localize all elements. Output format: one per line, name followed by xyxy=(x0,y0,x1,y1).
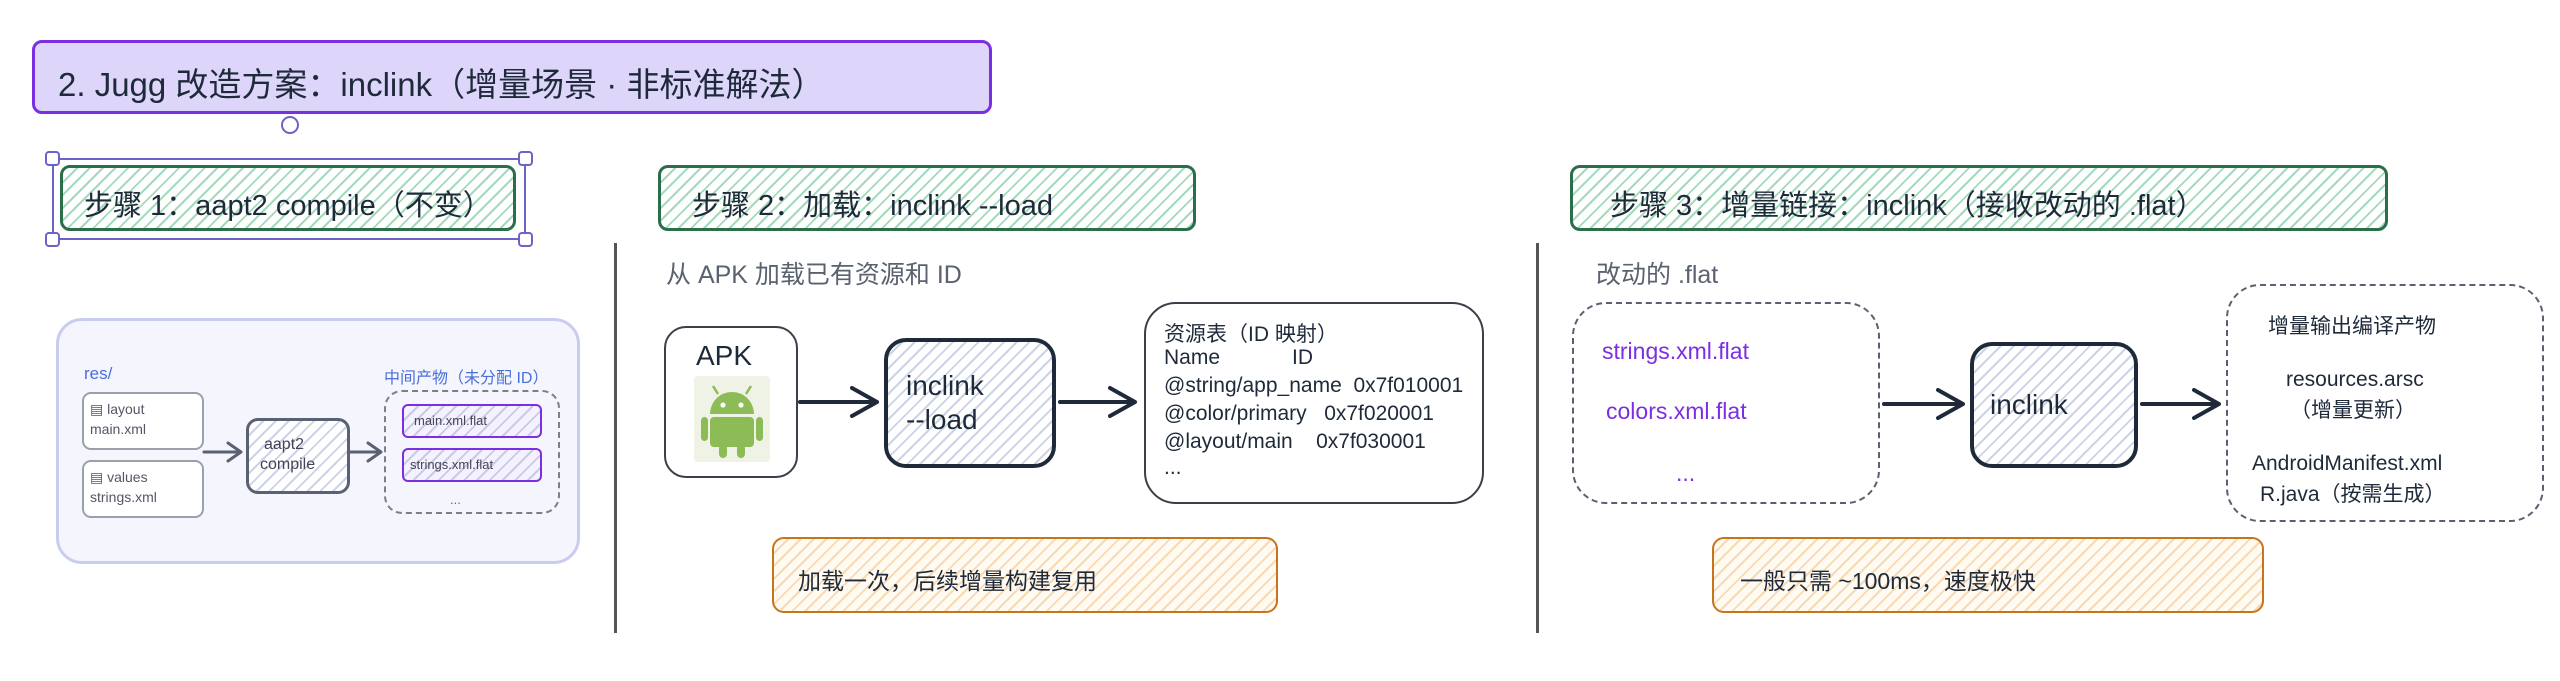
rotate-handle[interactable] xyxy=(270,114,310,140)
step1-header: 步骤 1：aapt2 compile（不变） xyxy=(84,190,492,222)
table-row-name: @string/app_name xyxy=(1164,374,1342,397)
flat-2: strings.xml.flat xyxy=(410,457,494,472)
divider-1 xyxy=(614,243,617,633)
values-file: strings.xml xyxy=(90,489,157,505)
android-icon xyxy=(694,376,770,462)
output-item: （增量更新） xyxy=(2290,399,2416,422)
changed-flat-1: strings.xml.flat xyxy=(1602,338,1749,364)
arrow-inclink-to-output xyxy=(2140,388,2221,420)
layout-label: ▤ layout xyxy=(90,401,145,417)
step2-header: 步骤 2：加载：inclink --load xyxy=(692,190,1053,222)
title-box xyxy=(32,40,992,114)
selection-handle-tr[interactable] xyxy=(518,151,533,166)
flat-1: main.xml.flat xyxy=(414,413,487,428)
step3-note-box xyxy=(1712,537,2264,613)
selection-frame[interactable] xyxy=(52,158,526,240)
selection-handle-bl[interactable] xyxy=(45,232,60,247)
flat-box-1 xyxy=(402,404,542,438)
intermediate-group xyxy=(384,390,560,514)
resource-table-box xyxy=(1144,302,1484,504)
table-header-name: Name xyxy=(1164,346,1221,369)
intermediate-label: 中间产物（未分配 ID） xyxy=(384,370,549,387)
apk-label: APK xyxy=(696,340,753,371)
flat-box-2 xyxy=(402,448,542,482)
arrow-compile-to-flat xyxy=(348,441,383,463)
compile-label-1: aapt2 xyxy=(264,436,305,453)
layout-label-text: layout xyxy=(107,401,145,417)
compile-label-2: compile xyxy=(260,456,316,473)
arrow-res-to-compile xyxy=(202,441,243,463)
arrow-flat-to-inclink xyxy=(1882,388,1965,420)
changed-flat-2: colors.xml.flat xyxy=(1606,398,1747,424)
table-row: @string/app_name 0x7f010001 xyxy=(1164,374,1463,398)
table-row: @layout/main 0x7f030001 xyxy=(1164,430,1426,454)
step3-header-box[interactable] xyxy=(1570,165,2388,231)
inclink-label: inclink xyxy=(1990,389,2068,420)
table-ellipsis: ... xyxy=(1164,456,1182,479)
res-label: res/ xyxy=(84,364,113,383)
inclink-load-line1: inclink xyxy=(906,370,984,401)
table-row-name: @color/primary xyxy=(1164,402,1307,425)
output-group xyxy=(2226,284,2544,522)
table-row-id: 0x7f020001 xyxy=(1324,402,1434,425)
flat-ellipsis: ... xyxy=(450,492,461,507)
layout-box xyxy=(82,392,204,450)
output-item: AndroidManifest.xml xyxy=(2252,452,2443,475)
selection-handle-br[interactable] xyxy=(518,232,533,247)
table-header-id: ID xyxy=(1292,346,1313,369)
table-row-id: 0x7f030001 xyxy=(1316,430,1426,453)
step3-subtitle: 改动的 .flat xyxy=(1596,261,1719,289)
step2-note: 加载一次，后续增量构建复用 xyxy=(798,568,1097,594)
resource-table-title: 资源表（ID 映射） xyxy=(1164,323,1338,346)
step2-subtitle: 从 APK 加载已有资源和 ID xyxy=(666,261,962,289)
arrow-apk-to-inclink xyxy=(798,386,879,418)
selection-handle-tl[interactable] xyxy=(45,151,60,166)
values-label-text: values xyxy=(107,469,148,485)
table-row-name: @layout/main xyxy=(1164,430,1293,453)
step3-note: 一般只需 ~100ms，速度极快 xyxy=(1740,568,2036,594)
output-item: R.java（按需生成） xyxy=(2260,483,2446,506)
step2-note-box xyxy=(772,537,1278,613)
inclink-load-line2: --load xyxy=(906,404,978,435)
changed-flat-ellipsis: ... xyxy=(1676,460,1696,486)
output-item: resources.arsc xyxy=(2286,368,2424,391)
step3-header: 步骤 3：增量链接：inclink（接收改动的 .flat） xyxy=(1610,190,2205,222)
aapt2-compile-box xyxy=(246,418,350,494)
values-label: ▤ values xyxy=(90,469,148,485)
step2-header-box[interactable] xyxy=(658,165,1196,231)
divider-2 xyxy=(1536,243,1539,633)
table-row: @color/primary 0x7f020001 xyxy=(1164,402,1434,426)
arrow-inclink-to-table xyxy=(1058,386,1137,418)
output-title: 增量输出编译产物 xyxy=(2268,315,2436,338)
table-row-id: 0x7f010001 xyxy=(1353,374,1464,397)
layout-file: main.xml xyxy=(90,421,147,437)
values-box xyxy=(82,460,204,518)
inclink-load-box xyxy=(884,338,1056,468)
inclink-box xyxy=(1970,342,2138,468)
step1-header-box[interactable] xyxy=(60,165,516,231)
changed-flat-group xyxy=(1572,302,1880,504)
page-title: 2. Jugg 改造方案：inclink（增量场景 · 非标准解法） xyxy=(58,66,825,103)
